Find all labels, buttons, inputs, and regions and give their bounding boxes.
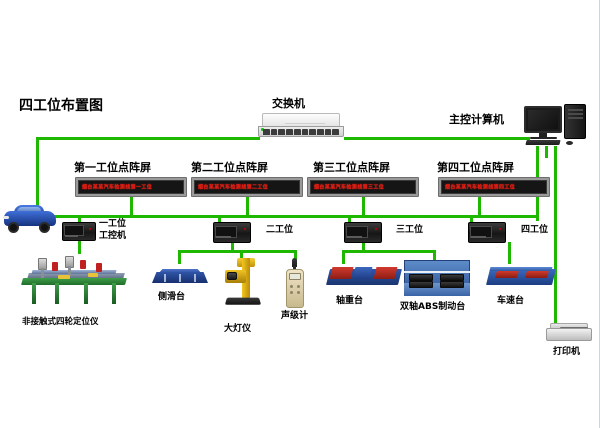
wire-led1-drop (130, 197, 133, 215)
industrial-pc-station-3[interactable] (344, 222, 382, 243)
printer[interactable] (546, 322, 592, 344)
wire-st4-down (508, 242, 511, 264)
headlight-tester (224, 258, 262, 308)
dot-matrix-header-2: 第二工位点阵屏 (191, 161, 268, 174)
equipment-label-slm: 声级计 (281, 311, 309, 321)
tower-icon (564, 104, 586, 139)
station-3-label: 三工位 (396, 225, 424, 235)
wire-left-trunk-drop (36, 137, 39, 215)
wire-ipc2-feed (218, 215, 221, 223)
page-title: 四工位布置图 (19, 98, 103, 114)
network-switch[interactable] (258, 113, 344, 139)
dot-matrix-text-4: 烟台某某汽车检测线第四工位 (445, 184, 516, 191)
main-computer-label: 主控计算机 (449, 113, 504, 126)
dot-matrix-text-3: 烟台某某汽车检测线第三工位 (314, 184, 385, 191)
wire-led2-drop (246, 197, 249, 215)
printer-label: 打印机 (553, 347, 581, 357)
station-4-label: 四工位 (521, 225, 549, 235)
dot-matrix-header-4: 第四工位点阵屏 (437, 161, 514, 174)
switch-label: 交换机 (272, 97, 305, 110)
keyboard-icon (525, 140, 561, 145)
equipment-label-speed: 车速台 (497, 296, 525, 306)
wire-led3-drop (362, 197, 365, 215)
industrial-pc-station-4[interactable] (468, 222, 506, 243)
switch-seam (285, 123, 325, 124)
wire-mcomp-leg-2 (545, 146, 548, 158)
switch-status-led-icon (261, 128, 264, 131)
monitor-stand (539, 133, 547, 137)
dot-matrix-screen-4[interactable]: 烟台某某汽车检测线第四工位 (438, 177, 550, 197)
sideslip-tester (152, 268, 208, 288)
four-wheel-aligner (20, 256, 128, 308)
dot-matrix-screen-1[interactable]: 烟台某某汽车检测线第一工位 (75, 177, 187, 197)
equipment-label-headlight: 大灯仪 (224, 324, 252, 334)
wire-st3-branch-axle (342, 250, 345, 264)
wire-ipc4-feed (470, 215, 473, 223)
equipment-label-axle: 轴重台 (336, 296, 364, 306)
wire-switch-to-left-trunk (36, 137, 260, 140)
wire-led4-drop (478, 197, 481, 215)
dot-matrix-screen-2[interactable]: 烟台某某汽车检测线第二工位 (191, 177, 303, 197)
wire-printer-bus (554, 146, 557, 328)
wire-switch-to-main-computer (344, 137, 530, 140)
dot-matrix-header-3: 第三工位点阵屏 (313, 161, 390, 174)
wire-st2-down (231, 242, 234, 250)
dot-matrix-text-2: 烟台某某汽车检测线第二工位 (198, 184, 269, 191)
wire-st1-down (78, 240, 81, 254)
wire-st2-branch-headlight (240, 250, 243, 264)
equipment-label-aligner: 非接触式四轮定位仪 (22, 317, 99, 327)
printer-body (546, 328, 592, 341)
main-control-computer[interactable] (524, 104, 596, 150)
monitor-base (530, 137, 557, 139)
mouse-icon (566, 141, 573, 145)
equipment-label-sideslip: 侧滑台 (158, 292, 186, 302)
speed-tester (486, 266, 556, 290)
wire-st2-branch-slm (294, 250, 297, 264)
axle-load-tester (326, 266, 402, 290)
wire-ipc1-feed (78, 215, 81, 223)
wire-st2-bar (178, 250, 297, 253)
vehicle-image (2, 203, 58, 237)
dot-matrix-header-1: 第一工位点阵屏 (74, 161, 151, 174)
wire-st2-branch-sideslip (178, 250, 181, 264)
industrial-pc-station-1[interactable] (62, 222, 96, 241)
sound-level-meter (286, 258, 304, 308)
industrial-pc-station-2[interactable] (213, 222, 251, 243)
abs-brake-tester (404, 260, 470, 296)
station-2-label: 二工位 (266, 225, 294, 235)
wire-ipc3-feed (348, 215, 351, 223)
wire-station-trunk (36, 215, 536, 218)
switch-front (258, 126, 344, 137)
station-1-label: 一工位 (99, 219, 127, 229)
wire-st3-bar (342, 250, 436, 253)
station-1-sublabel: 工控机 (99, 231, 127, 241)
dot-matrix-text-1: 烟台某某汽车检测线第一工位 (82, 184, 153, 191)
switch-ports (263, 129, 340, 135)
monitor-icon (524, 106, 562, 133)
wire-st3-down (362, 242, 365, 250)
dot-matrix-screen-3[interactable]: 烟台某某汽车检测线第三工位 (307, 177, 419, 197)
equipment-label-abs: 双轴ABS制动台 (400, 302, 466, 312)
wire-st3-branch-abs (433, 250, 436, 262)
